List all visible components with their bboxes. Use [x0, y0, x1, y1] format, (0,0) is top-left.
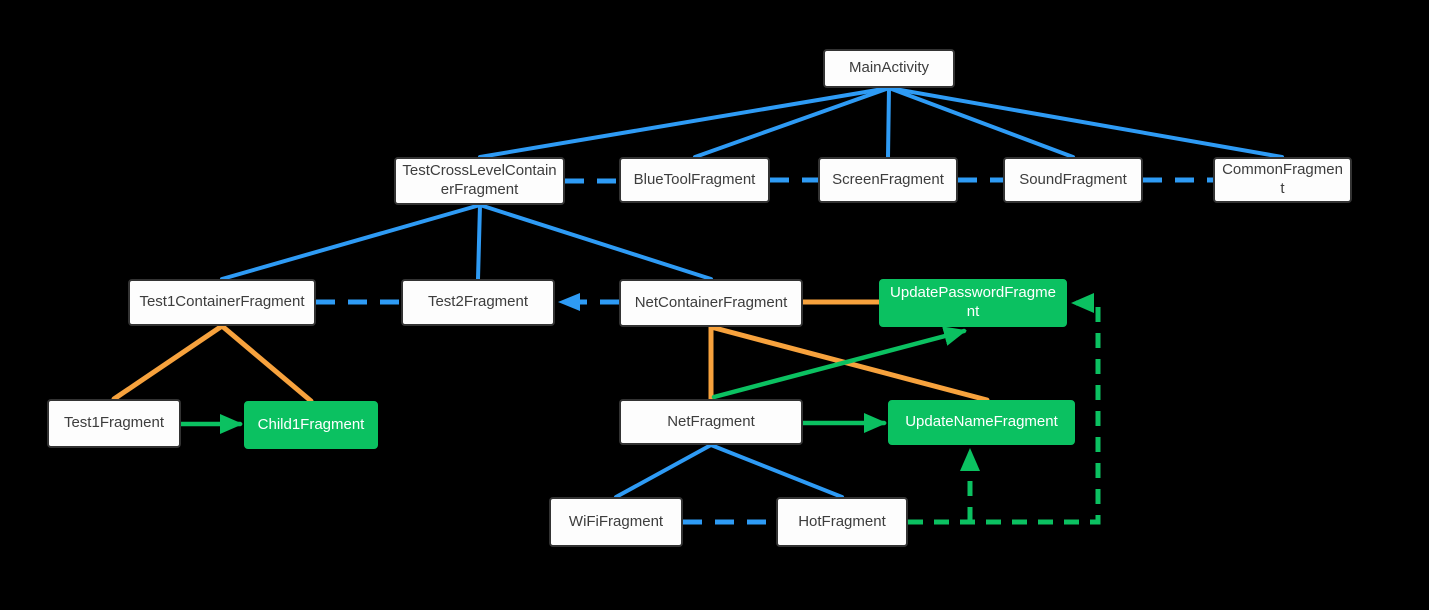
edge-MainActivity-ScreenFragment [886, 86, 891, 159]
node-MainActivity[interactable]: MainActivity [823, 49, 955, 88]
edge-MainActivity-TestCrossLevelContainerFragment [478, 86, 891, 159]
node-label: SoundFragment [1019, 170, 1127, 188]
node-label: UpdateNameFragment [905, 413, 1058, 431]
node-NetFragment[interactable]: NetFragment [619, 399, 803, 445]
edge-Test1ContainerFragment-Test1Fragment [111, 323, 225, 402]
edge-TestCrossLevelContainerFragment-Test2Fragment [476, 203, 482, 281]
node-label: MainActivity [848, 59, 930, 77]
edge-group [111, 86, 1284, 525]
node-ScreenFragment[interactable]: ScreenFragment [818, 157, 958, 203]
node-label: TestCrossLevelContainerFragment [402, 162, 557, 198]
node-Test1ContainerFragment[interactable]: Test1ContainerFragment [128, 279, 316, 326]
node-CommonFragment[interactable]: CommonFragment [1213, 157, 1352, 203]
node-Test1Fragment[interactable]: Test1Fragment [47, 399, 181, 448]
node-label: NetFragment [667, 412, 755, 430]
node-label: Test2Fragment [427, 293, 529, 311]
node-Test2Fragment[interactable]: Test2Fragment [401, 279, 555, 326]
node-label: BlueToolFragment [633, 170, 756, 188]
node-label: NetContainerFragment [634, 293, 788, 311]
node-label: UpdatePasswordFragment [890, 284, 1056, 320]
edge-NetFragment-WiFiFragment [614, 443, 713, 499]
edge-TestCrossLevelContainerFragment-Test1ContainerFragment [220, 203, 482, 281]
node-label: Child1Fragment [257, 415, 365, 433]
node-SoundFragment[interactable]: SoundFragment [1003, 157, 1143, 203]
edge-MainActivity-BlueToolFragment [693, 86, 891, 159]
node-HotFragment[interactable]: HotFragment [776, 497, 908, 547]
node-WiFiFragment[interactable]: WiFiFragment [549, 497, 683, 547]
edge-NetFragment-HotFragment [709, 443, 844, 499]
node-TestCrossLevelContainerFragment[interactable]: TestCrossLevelContainerFragment [394, 157, 565, 205]
edge-MainActivity-SoundFragment [887, 86, 1075, 159]
edge-Test1ContainerFragment-Child1Fragment [219, 323, 314, 404]
node-BlueToolFragment[interactable]: BlueToolFragment [619, 157, 770, 203]
node-UpdatePasswordFragment[interactable]: UpdatePasswordFragment [879, 279, 1067, 327]
node-Child1Fragment[interactable]: Child1Fragment [244, 401, 378, 449]
node-NetContainerFragment[interactable]: NetContainerFragment [619, 279, 803, 327]
node-label: CommonFragment [1222, 161, 1343, 197]
node-label: Test1ContainerFragment [139, 293, 305, 311]
edge-MainActivity-CommonFragment [887, 86, 1284, 159]
node-label: HotFragment [798, 512, 886, 530]
node-label: Test1Fragment [63, 414, 165, 432]
node-label: ScreenFragment [832, 170, 944, 188]
node-UpdateNameFragment[interactable]: UpdateNameFragment [888, 400, 1075, 445]
edge-HotFragment-UpdatePasswordFragment [908, 293, 1101, 525]
node-label: WiFiFragment [568, 512, 664, 530]
edge-TestCrossLevelContainerFragment-NetContainerFragment [478, 203, 713, 281]
edge-NetFragment-UpdatePasswordFragment [711, 326, 967, 400]
